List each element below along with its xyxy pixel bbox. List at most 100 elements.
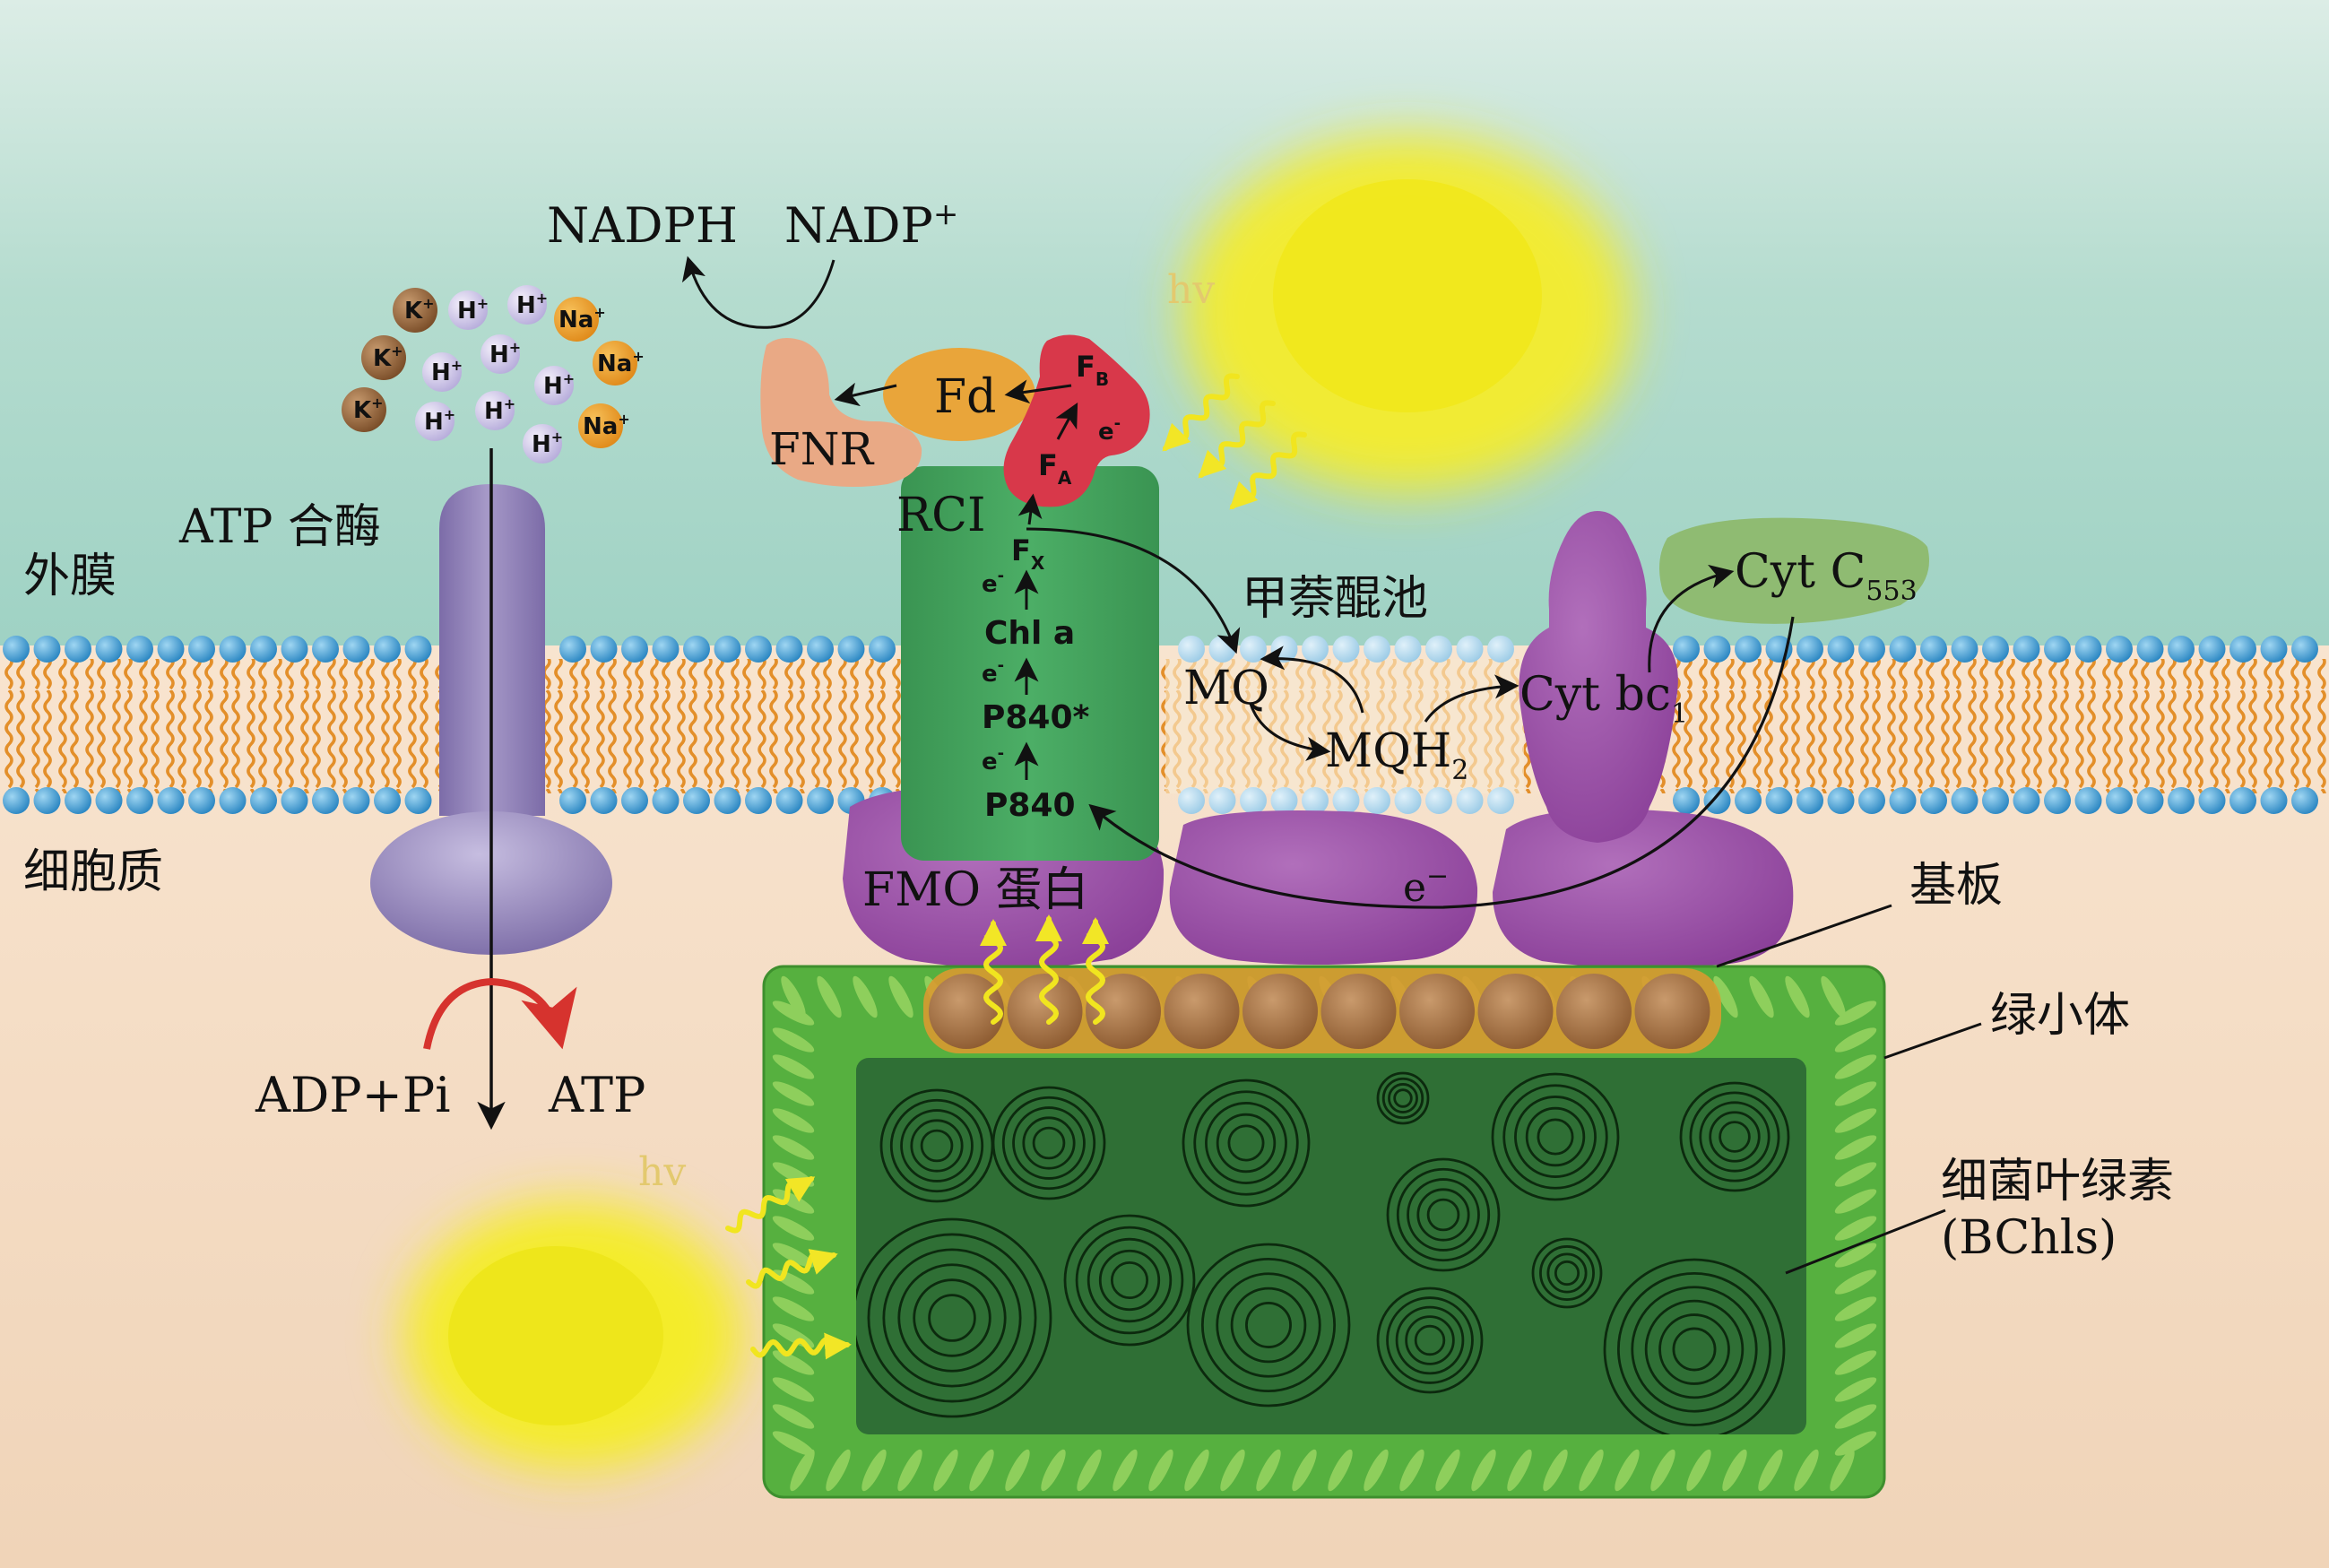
lipid-head-inner	[1240, 787, 1267, 814]
bchl-ring	[1689, 1091, 1780, 1182]
lipid-head-outer	[312, 636, 339, 663]
fb-subscript: B	[1095, 368, 1109, 390]
lipid-head-inner	[1394, 787, 1422, 814]
bchl-ring	[920, 1129, 954, 1163]
lipid-head-inner	[312, 787, 339, 814]
bchl-ring	[1709, 1111, 1761, 1163]
hv-bottom-label: hv	[638, 1149, 686, 1195]
lipid-head-outer	[404, 636, 432, 663]
mqh2-to-cytbc1-arrow	[1424, 674, 1519, 723]
lipid-head-inner	[1827, 787, 1855, 814]
baseplate-bead	[1399, 974, 1475, 1049]
ion-charge: +	[451, 357, 463, 374]
lipid-head-outer	[1858, 636, 1885, 663]
bchl-ring	[1426, 1198, 1460, 1232]
light-energy-arrows	[725, 373, 1307, 1360]
lipid-head-outer	[590, 636, 618, 663]
lipid-head-inner	[1364, 787, 1390, 814]
bchl-ring	[1022, 1116, 1076, 1170]
lipid-head-outer	[2074, 636, 2102, 663]
ion-charge: +	[563, 370, 575, 387]
bchl-ring	[867, 1233, 1037, 1403]
bchl-ring	[1216, 1113, 1277, 1174]
outer-membrane-label: 外膜	[23, 550, 117, 603]
lipid-tails	[0, 659, 2329, 793]
lipid-head-inner	[33, 787, 61, 814]
envelope-rod	[1722, 1449, 1747, 1492]
bchl-leader-line	[1785, 1208, 1946, 1275]
lipid-head-outer	[2168, 636, 2195, 663]
electron-label-1: e-	[982, 567, 1004, 598]
ion-charge: +	[632, 348, 644, 365]
ion-k: K+	[361, 335, 406, 380]
envelope-rod	[1834, 1216, 1877, 1241]
lipid-head-inner	[775, 787, 803, 814]
bchl-ring	[1699, 1101, 1771, 1173]
atp-synthesis-arrow	[423, 977, 577, 1050]
envelope-rod	[1435, 1449, 1460, 1492]
bchl-ring	[1603, 1258, 1786, 1434]
lipid-head-inner	[1178, 787, 1205, 814]
electron-1-superscript: -	[998, 567, 1004, 585]
ion-h: H+	[422, 352, 463, 392]
envelope-rod	[1830, 1449, 1855, 1492]
ion-h: H+	[481, 334, 521, 374]
light-arrow	[1198, 400, 1276, 479]
envelope-rod	[853, 975, 878, 1018]
ion-h: H+	[415, 402, 455, 441]
lipid-head-outer	[652, 636, 680, 663]
envelope-rod	[772, 1001, 815, 1026]
lipid-head-inner	[219, 787, 247, 814]
envelope-rod	[1579, 1449, 1604, 1492]
fa-label: FA	[1038, 448, 1072, 489]
lipid-head-outer	[33, 636, 61, 663]
fb-text: F	[1076, 350, 1095, 384]
cyt-c553-subscript: 553	[1866, 576, 1917, 607]
lipid-head-inner	[683, 787, 710, 814]
envelope-rod	[790, 1449, 815, 1492]
lipid-head-inner	[95, 787, 123, 814]
ion-charge: +	[536, 290, 548, 307]
mq-to-mqh2-arrow	[1249, 703, 1331, 761]
lipid-head-inner	[2260, 787, 2288, 814]
envelope-rod	[1834, 1269, 1877, 1295]
bchl-ring	[1416, 1188, 1470, 1242]
baseplate-bead	[1007, 974, 1083, 1049]
lipid-head-outer	[714, 636, 741, 663]
bchl-ring	[1514, 1096, 1597, 1178]
envelope-rod	[1834, 1027, 1877, 1053]
ion-charge: +	[504, 395, 515, 412]
ion-charge: +	[551, 429, 563, 446]
atp-synthase-label: ATP 合酶	[178, 500, 381, 554]
chla-label: Chl a	[984, 615, 1075, 652]
ion-circle	[534, 366, 574, 405]
lipid-head-outer	[3, 636, 30, 663]
sun-bottom-core	[448, 1246, 663, 1425]
lipid-head-inner	[1765, 787, 1793, 814]
lipid-head-outer	[1332, 636, 1360, 663]
envelope-rod	[1834, 1081, 1877, 1106]
bchl-ring	[1182, 1079, 1311, 1208]
envelope-rod	[1834, 1108, 1877, 1133]
envelope-rod	[1834, 1189, 1877, 1214]
bchl-ring	[1386, 1157, 1501, 1272]
lipid-head-inner	[1951, 787, 1978, 814]
baseplate-leader-line	[1716, 904, 1892, 968]
adp-pi-label: ADP+Pi	[255, 1067, 450, 1123]
envelope-rod	[1834, 1243, 1877, 1268]
envelope-rod	[817, 975, 842, 1018]
bchl-ring	[1216, 1272, 1321, 1378]
envelope-rod	[1113, 1449, 1138, 1492]
lipid-head-inner	[1889, 787, 1917, 814]
baseplate-label: 基板	[1909, 859, 2003, 913]
lipid-head-inner	[621, 787, 648, 814]
bchl-ring	[1032, 1126, 1066, 1160]
bchl-ring	[1537, 1118, 1574, 1156]
bchl-ring	[1200, 1257, 1337, 1393]
fa-to-fb-arrow	[1055, 403, 1078, 440]
lipid-head-inner	[590, 787, 618, 814]
bchl-ring	[889, 1098, 984, 1193]
envelope-rod	[1256, 1449, 1281, 1492]
lipid-head-outer	[1487, 636, 1514, 663]
